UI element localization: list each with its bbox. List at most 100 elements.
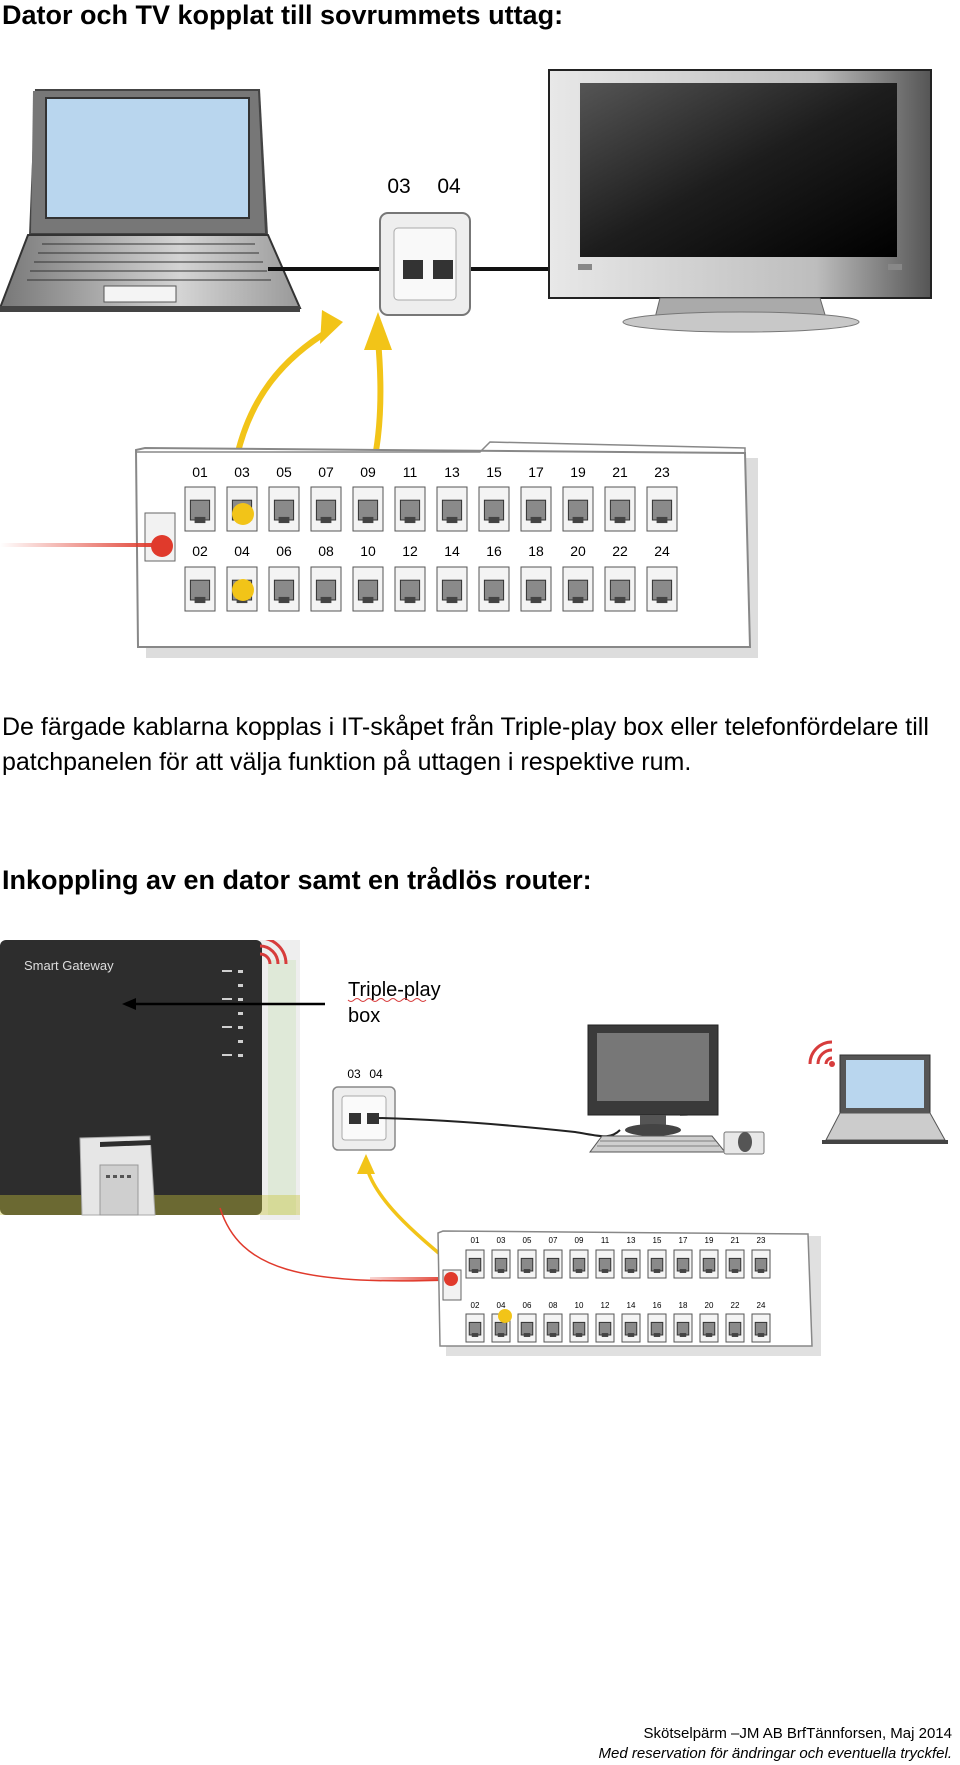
yellow-arrowhead-04 [364,312,392,350]
port-label-01: 01 [471,1236,480,1245]
port-label-09: 09 [575,1236,584,1245]
port-18 [521,567,551,611]
port-07 [544,1250,562,1278]
description-paragraph: De färgade kablarna kopplas i IT-skåpet … [2,710,952,780]
wall-outlet-icon: 03 04 [380,175,470,315]
port-16 [479,567,509,611]
port-label-19: 19 [705,1236,714,1245]
port-10 [570,1314,588,1342]
port-09 [570,1250,588,1278]
section-heading-router: Inkoppling av en dator samt en trådlös r… [2,865,592,896]
port-label-12: 12 [601,1301,610,1310]
port-label-02: 02 [471,1301,480,1310]
port-18 [674,1314,692,1342]
port-label-10: 10 [360,543,376,559]
footer-line2: Med reservation för ändringar och eventu… [598,1745,952,1762]
port-label-22: 22 [612,543,628,559]
port-label-13: 13 [444,464,460,480]
port-label-14: 14 [627,1301,636,1310]
port-label-04: 04 [234,543,250,559]
yellow-dot-2 [498,1309,512,1323]
port-11 [596,1250,614,1278]
yellow-arrowhead-2 [357,1154,375,1174]
yellow-arrowhead-03 [320,310,343,344]
port-14 [622,1314,640,1342]
port-label-23: 23 [757,1236,766,1245]
outlet-label-03: 03 [387,175,410,198]
illustration-router: Smart Gateway Triple-play box 03 04 [0,940,960,1360]
port-03 [492,1250,510,1278]
port-label-22: 22 [731,1301,740,1310]
port-label-01: 01 [192,464,208,480]
port-11 [395,487,425,531]
laptop-icon [0,89,300,312]
port-21 [726,1250,744,1278]
port-label-08: 08 [549,1301,558,1310]
port-08 [544,1314,562,1342]
port-label-08: 08 [318,543,334,559]
port-15 [648,1250,666,1278]
red-cable-gateway [220,1208,450,1281]
port-14 [437,567,467,611]
port-label-06: 06 [523,1301,532,1310]
port-label-21: 21 [612,464,628,480]
port-19 [563,487,593,531]
port-24 [752,1314,770,1342]
port-label-11: 11 [601,1236,610,1245]
port-label-07: 07 [318,464,334,480]
cable-computer [379,1118,620,1136]
yellow-cable-03 [237,330,330,456]
port-21 [605,487,635,531]
port-label-19: 19 [570,464,586,480]
port-17 [521,487,551,531]
outlet2-label-04: 04 [369,1067,383,1081]
tv-icon [549,70,931,332]
port-06 [518,1314,536,1342]
port-label-20: 20 [705,1301,714,1310]
port-label-07: 07 [549,1236,558,1245]
port-10 [353,567,383,611]
port-label-10: 10 [575,1301,584,1310]
yellow-dot-04 [232,579,254,601]
port-15 [479,487,509,531]
port-label-05: 05 [523,1236,532,1245]
port-label-03: 03 [497,1236,506,1245]
port-23 [647,487,677,531]
port-05 [518,1250,536,1278]
port-06 [269,567,299,611]
port-13 [437,487,467,531]
port-20 [700,1314,718,1342]
port-label-12: 12 [402,543,418,559]
port-22 [726,1314,744,1342]
port-02 [185,567,215,611]
port-label-03: 03 [234,464,250,480]
port-01 [466,1250,484,1278]
wireless-laptop-icon [810,1042,948,1144]
port-label-23: 23 [654,464,670,480]
port-label-05: 05 [276,464,292,480]
port-label-16: 16 [653,1301,662,1310]
smart-gateway-icon: Smart Gateway [0,940,300,1220]
port-label-20: 20 [570,543,586,559]
port-23 [752,1250,770,1278]
port-label-15: 15 [653,1236,662,1245]
port-17 [674,1250,692,1278]
port-12 [395,567,425,611]
outlet2-label-03: 03 [347,1067,361,1081]
port-08 [311,567,341,611]
port-label-18: 18 [679,1301,688,1310]
section-heading-tv: Dator och TV kopplat till sovrummets utt… [2,0,563,31]
port-label-11: 11 [403,464,418,480]
outlet-label-04: 04 [437,175,461,198]
port-label-17: 17 [679,1236,688,1245]
port-label-16: 16 [486,543,502,559]
port-label-02: 02 [192,543,208,559]
port-label-09: 09 [360,464,376,480]
port-16 [648,1314,666,1342]
port-label-04: 04 [497,1301,506,1310]
port-label-13: 13 [627,1236,636,1245]
port-label-17: 17 [528,464,544,480]
port-09 [353,487,383,531]
